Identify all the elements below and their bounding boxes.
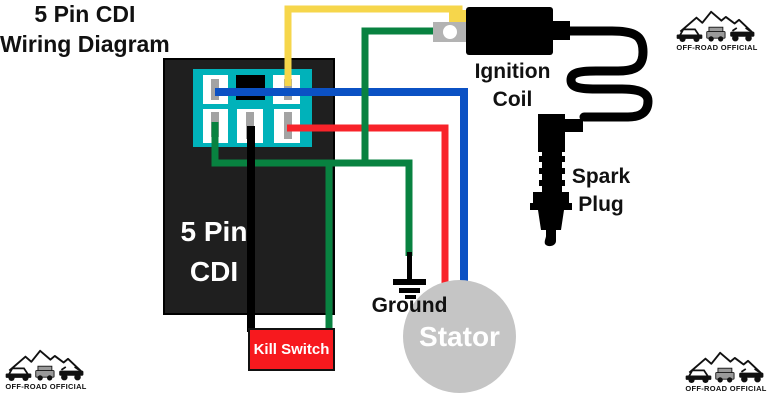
connector-pin — [246, 112, 254, 139]
logo-text: OFF-ROAD OFFICIAL — [676, 43, 758, 52]
logo-atv-icon — [730, 27, 755, 42]
cdi-label-line-1: 5 Pin — [180, 216, 248, 247]
logo-utv-icon — [685, 369, 712, 384]
logo-atv-icon — [739, 368, 764, 383]
coil-mount-bracket — [433, 22, 470, 42]
diagram-title: 5 Pin CDI Wiring Diagram — [0, 0, 170, 60]
logo-text: OFF-ROAD OFFICIAL — [685, 384, 767, 393]
ground-bar-1 — [393, 279, 426, 285]
stator-label: Stator — [419, 320, 500, 352]
connector-slot-bottom-left — [203, 109, 228, 143]
title-line-1: 5 Pin CDI — [34, 1, 136, 27]
coil-label-line-2: Coil — [492, 88, 533, 112]
plug-label-line-1: Spark — [571, 165, 631, 188]
title-line-2: Wiring Diagram — [0, 30, 170, 57]
stator: Stator — [403, 280, 516, 393]
kill-switch-label: Kill Switch — [253, 341, 330, 358]
logo-art — [676, 10, 755, 43]
connector-pin — [284, 112, 292, 139]
logo-utv-icon — [676, 28, 703, 43]
logo-jeep-icon — [706, 26, 726, 42]
logo-mountains-icon — [688, 351, 762, 375]
spark-plug-tip — [544, 230, 556, 247]
connector-slot-bottom-right — [274, 109, 300, 143]
logo-jeep-icon — [35, 365, 55, 381]
spark-plug-boot — [538, 114, 583, 152]
kill-switch: Kill Switch — [248, 328, 335, 371]
green-wire-coil-branch — [361, 27, 437, 166]
logo-art — [5, 349, 84, 382]
coil-label-line-1: Ignition — [474, 60, 551, 83]
logo-mountains-icon — [679, 10, 753, 34]
coil-output-nub — [552, 21, 570, 40]
spark-plug-cable — [561, 26, 653, 122]
offroad-official-logo-top-right: OFF-ROAD OFFICIAL — [673, 5, 761, 52]
connector-slot-top-left — [203, 75, 228, 104]
coil-mount-hole — [443, 25, 457, 39]
cdi-label-line-2: CDI — [189, 255, 239, 287]
spark-plug-label: Spark Plug — [556, 163, 646, 220]
logo-utv-icon — [5, 367, 32, 382]
coil-body — [466, 7, 553, 55]
logo-text: OFF-ROAD OFFICIAL — [5, 382, 87, 391]
logo-atv-icon — [59, 366, 84, 381]
connector-key-block — [236, 75, 265, 100]
connector-pin — [284, 79, 292, 100]
plug-label-line-2: Plug — [578, 193, 624, 217]
offroad-official-logo-bottom-right: OFF-ROAD OFFICIAL — [682, 346, 768, 393]
ignition-coil-label: Ignition Coil — [460, 58, 565, 115]
logo-mountains-icon — [8, 349, 82, 373]
connector-pin — [211, 79, 219, 100]
logo-jeep-icon — [715, 367, 735, 383]
ground-bar-2 — [399, 288, 420, 293]
connector-slot-bottom-middle — [237, 109, 263, 143]
cdi-label: 5 Pin CDI — [168, 212, 260, 292]
ground-symbol — [393, 252, 426, 299]
ground-label: Ground — [371, 294, 448, 317]
coil-yellow-terminal — [449, 10, 467, 23]
offroad-official-logo-bottom-left: OFF-ROAD OFFICIAL — [2, 344, 90, 391]
ground-stem — [407, 252, 412, 281]
connector-pin — [211, 112, 219, 137]
cdi-connector — [193, 69, 312, 147]
logo-art — [685, 351, 764, 384]
connector-slot-top-right — [273, 75, 300, 104]
spark-plug-rib — [539, 156, 565, 162]
